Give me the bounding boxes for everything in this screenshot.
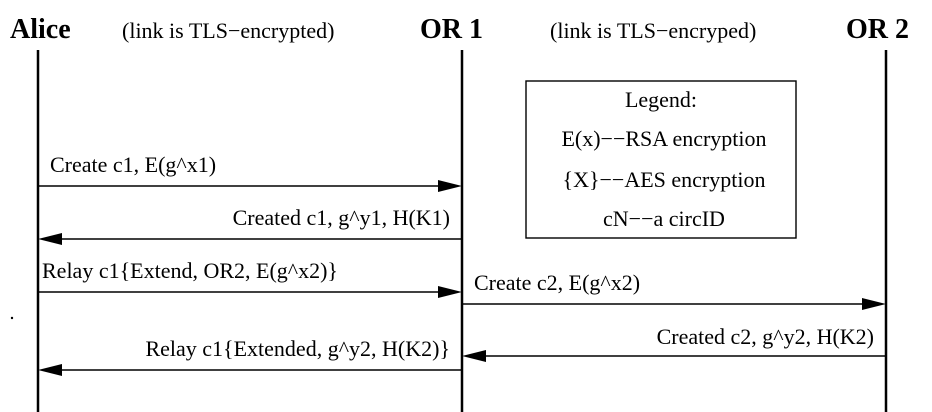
link-note-or1-or2: (link is TLS−encryped) bbox=[550, 18, 756, 43]
arrowhead-right bbox=[438, 180, 462, 192]
arrowhead-right bbox=[438, 286, 462, 298]
actor-alice-label: Alice bbox=[10, 14, 71, 45]
message-label: Created c1, g^y1, H(K1) bbox=[233, 205, 450, 230]
link-note-alice-or1: (link is TLS−encrypted) bbox=[122, 18, 334, 43]
message-label: Created c2, g^y2, H(K2) bbox=[657, 324, 874, 349]
arrowhead-left bbox=[38, 364, 62, 376]
stray-dot bbox=[10, 316, 14, 320]
legend-box bbox=[525, 80, 797, 239]
message-label: Create c2, E(g^x2) bbox=[474, 270, 640, 295]
arrowhead-left bbox=[462, 350, 486, 362]
arrowhead-right bbox=[862, 298, 886, 310]
legend-item-circid: cN−−a circID bbox=[603, 206, 725, 231]
message-label: Relay c1{Extend, OR2, E(g^x2)} bbox=[42, 258, 338, 283]
legend-item-aes: {X}−−AES encryption bbox=[563, 167, 766, 192]
legend-item-rsa: E(x)−−RSA encryption bbox=[561, 126, 766, 151]
message-label: Create c1, E(g^x1) bbox=[50, 152, 216, 177]
actor-or2-label: OR 2 bbox=[846, 14, 909, 45]
message-label: Relay c1{Extended, g^y2, H(K2)} bbox=[145, 336, 450, 361]
actor-or1-label: OR 1 bbox=[420, 14, 483, 45]
legend-title: Legend: bbox=[625, 87, 697, 112]
arrowhead-left bbox=[38, 233, 62, 245]
